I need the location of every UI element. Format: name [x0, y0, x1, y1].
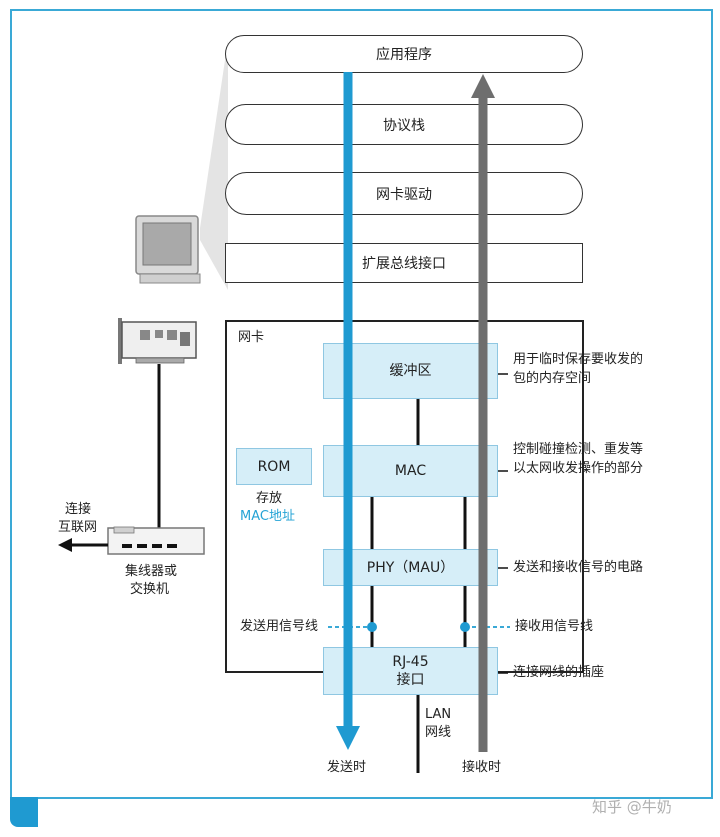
mac-desc-1: 控制碰撞检测、重发等 [513, 442, 644, 457]
recv-line-label: 接收用信号线 [515, 619, 594, 634]
network-card-icon [118, 318, 197, 364]
watermark: 知乎 @牛奶 [592, 798, 672, 816]
layer-application: 应用程序 [225, 35, 583, 73]
send-line-label: 发送用信号线 [240, 619, 319, 634]
lan-label-2: 网线 [425, 725, 452, 740]
hub-label-1: 集线器或 [125, 564, 178, 579]
nic-title: 网卡 [238, 330, 265, 345]
rj45-label-2: 接口 [396, 672, 425, 688]
frame-tab [10, 797, 38, 827]
layer-fan [200, 40, 228, 290]
hub-icon [107, 526, 205, 555]
layer-bus-interface: 扩展总线接口 [225, 243, 583, 283]
send-arrow-label: 发送时 [327, 760, 367, 775]
outer-frame [10, 9, 713, 799]
send-arrow [336, 72, 360, 750]
hub-label-2: 交换机 [130, 582, 170, 597]
receive-arrow-label: 接收时 [462, 760, 502, 775]
buffer-desc-1: 用于临时保存要收发的 [513, 352, 644, 367]
buffer-desc-2: 包的内存空间 [513, 371, 592, 386]
rj45-desc: 连接网线的插座 [513, 665, 605, 680]
internet-label-1: 连接 [65, 502, 92, 517]
internet-arrow [58, 538, 108, 552]
computer-icon [135, 215, 201, 284]
send-line-dot [367, 622, 377, 632]
rom-box: ROM [236, 448, 312, 485]
rj45-label: RJ-45 [392, 654, 429, 670]
recv-line-dot [460, 622, 470, 632]
layer-protocol-stack: 协议栈 [225, 104, 583, 145]
lan-label-1: LAN [425, 707, 452, 722]
rom-desc-2: MAC地址 [240, 509, 295, 524]
rom-desc-1: 存放 [256, 491, 283, 506]
internet-label-2: 互联网 [58, 520, 98, 535]
receive-arrow [471, 74, 495, 752]
mac-desc-2: 以太网收发操作的部分 [513, 461, 644, 476]
layer-nic-driver: 网卡驱动 [225, 172, 583, 215]
phy-desc: 发送和接收信号的电路 [513, 560, 644, 575]
